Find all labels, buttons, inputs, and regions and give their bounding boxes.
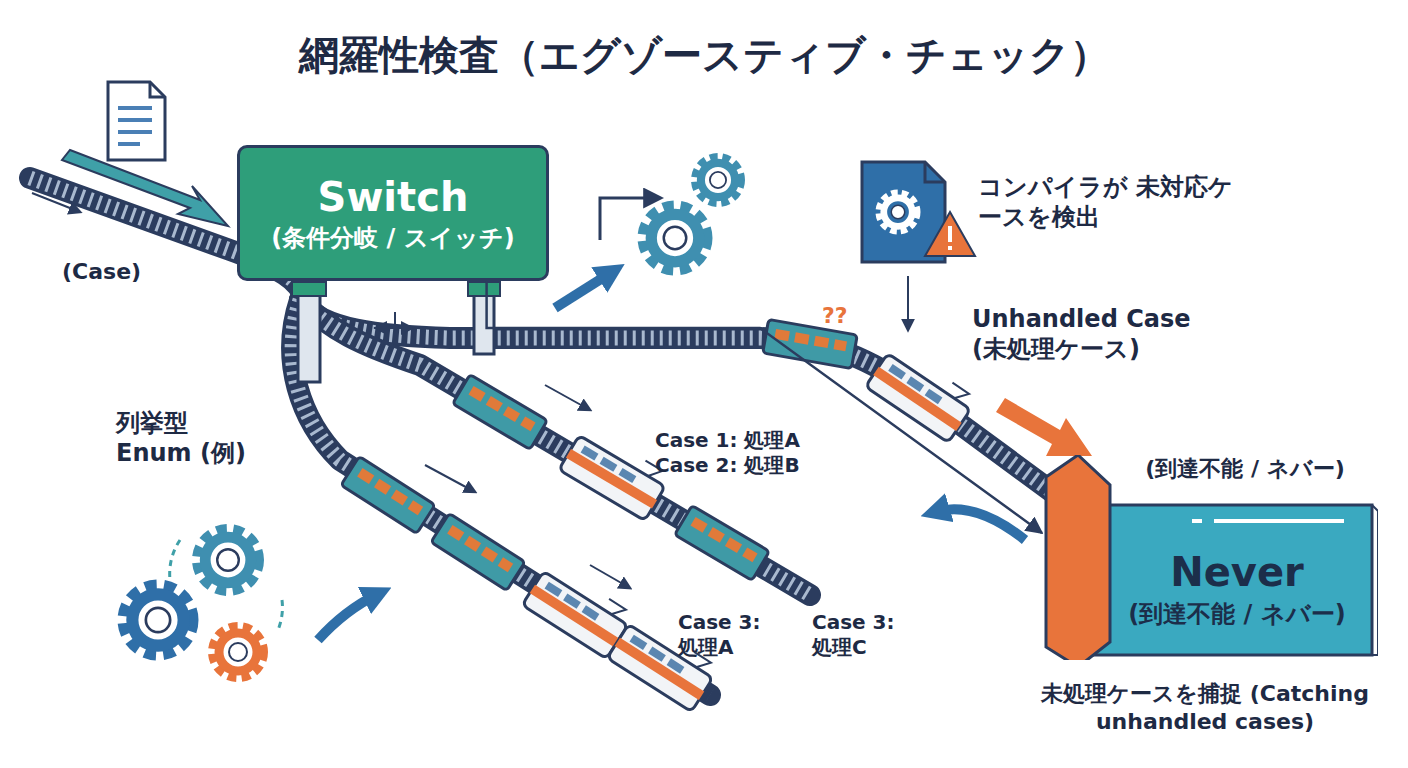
node-subtitle: (条件分岐 / スイッチ) — [271, 223, 514, 254]
case-note: Case 3: 処理A — [678, 610, 768, 660]
case-note: Case 1: 処理A Case 2: 処理B — [655, 428, 815, 478]
node-subtitle: (到達不能 / ネバー) — [1102, 599, 1372, 629]
enum-label: 列挙型 Enum (例) — [116, 408, 246, 468]
node-heading: Never — [1102, 547, 1372, 597]
node-heading-outside: (到達不能 / ネバー) — [1112, 455, 1378, 483]
node-heading: Switch — [318, 171, 469, 223]
case-note: Case 3: 処理C — [812, 610, 902, 660]
flow-connector — [487, 281, 1042, 533]
switch-box: Switch(条件分岐 / スイッチ) — [237, 145, 549, 281]
compiler-note: コンパイラが 未対応ケースを検出 — [978, 172, 1238, 232]
diagram-title: 網羅性検査（エグゾースティブ・チェック） — [0, 28, 1408, 83]
edge-label: Unhandled Case (未処理ケース) — [972, 304, 1222, 364]
question-marks: ?? — [822, 302, 872, 330]
case-label: (Case) — [62, 258, 182, 286]
never-box: (到達不能 / ネバー)Never(到達不能 / ネバー) — [1042, 455, 1378, 660]
catch-note: 未処理ケースを捕捉 (Catching unhandled cases) — [1030, 680, 1380, 735]
